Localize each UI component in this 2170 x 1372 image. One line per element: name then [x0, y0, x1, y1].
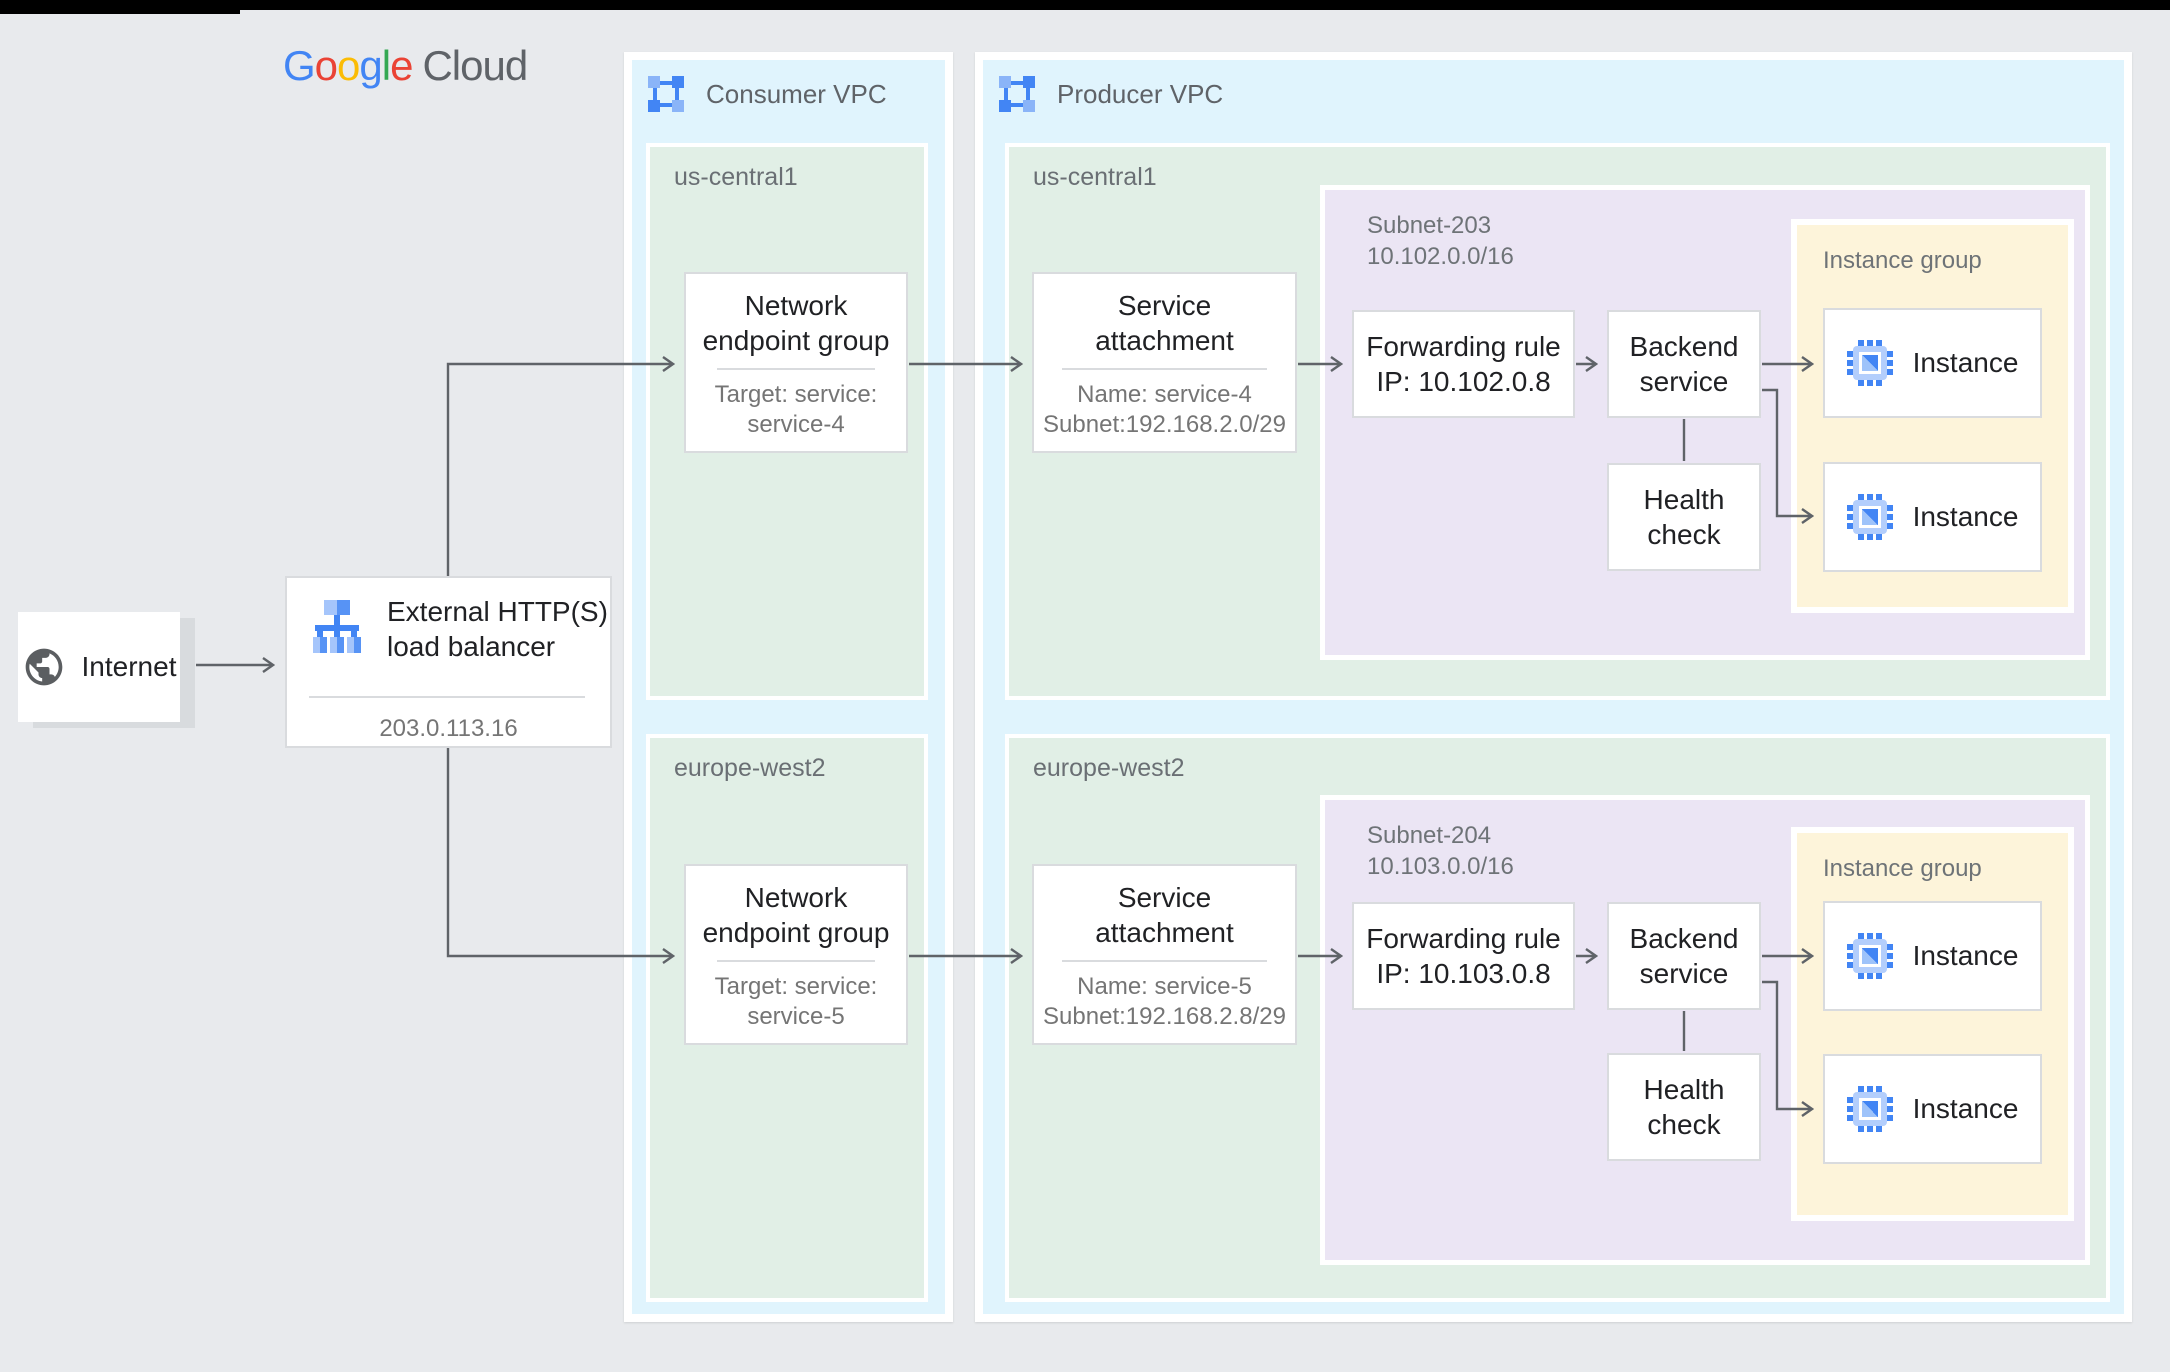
instance-label: Instance: [1912, 1093, 2019, 1124]
logo-letter: G: [283, 42, 316, 89]
forwarding-rule-line1: Forwarding rule: [1366, 923, 1561, 954]
load-balancer-title-line2: load balancer: [387, 631, 556, 662]
instance-label: Instance: [1912, 347, 2019, 378]
instance-node: Instance: [1823, 901, 2042, 1011]
logo-letter: g: [359, 42, 382, 89]
internet-node: Internet: [18, 612, 180, 722]
instance-node: Instance: [1823, 462, 2042, 572]
neg-title-line1: Network: [744, 290, 848, 321]
top-black-bar: [0, 0, 2170, 10]
load-balancer-node: External HTTP(S) load balancer 203.0.113…: [285, 576, 612, 748]
sa-title-line2: attachment: [1095, 917, 1234, 948]
region-label: us-central1: [1033, 163, 1157, 191]
region-label: europe-west2: [674, 754, 826, 782]
subnet-cidr: 10.102.0.0/16: [1367, 243, 1514, 270]
instance-label: Instance: [1912, 940, 2019, 971]
compute-instance-icon: [1846, 340, 1893, 386]
divider: [1062, 368, 1267, 370]
sa-detail-line1: Name: service-5: [1077, 973, 1252, 1000]
health-check-node: Health check: [1607, 463, 1761, 571]
forwarding-rule-node: Forwarding rule IP: 10.103.0.8: [1352, 902, 1575, 1010]
forwarding-rule-line2: IP: 10.103.0.8: [1376, 958, 1551, 989]
instance-label: Instance: [1912, 501, 2019, 532]
load-balancer-icon: [309, 598, 365, 654]
forwarding-rule-line1: Forwarding rule: [1366, 331, 1561, 362]
neg-detail-line1: Target: service:: [714, 381, 878, 408]
sa-detail-line1: Name: service-4: [1077, 381, 1252, 408]
instance-group-label: Instance group: [1823, 855, 1982, 882]
backend-service-line2: service: [1639, 366, 1729, 397]
service-attachment-node: Service attachment Name: service-5 Subne…: [1032, 864, 1297, 1045]
compute-instance-icon: [1846, 933, 1893, 979]
sa-detail-line2: Subnet:192.168.2.8/29: [1043, 1003, 1286, 1030]
neg-detail-line1: Target: service:: [714, 973, 878, 1000]
producer-vpc-label: Producer VPC: [1057, 78, 1224, 109]
compute-instance-icon: [1846, 1086, 1893, 1132]
vpc-icon: [999, 76, 1035, 112]
backend-service-node: Backend service: [1607, 310, 1761, 418]
neg-title-line2: endpoint group: [702, 917, 890, 948]
compute-instance-icon: [1846, 494, 1893, 540]
service-attachment-node: Service attachment Name: service-4 Subne…: [1032, 272, 1297, 453]
sa-title-line1: Service: [1117, 882, 1212, 913]
top-black-tab: [0, 0, 240, 14]
neg-title-line1: Network: [744, 882, 848, 913]
logo-letter: o: [337, 42, 360, 89]
load-balancer-ip: 203.0.113.16: [379, 715, 518, 742]
subnet-cidr: 10.103.0.0/16: [1367, 853, 1514, 880]
region-label: us-central1: [674, 163, 798, 191]
health-check-line1: Health: [1643, 1074, 1725, 1105]
instance-node: Instance: [1823, 1054, 2042, 1164]
neg-detail-line2: service-4: [747, 411, 845, 438]
sa-title-line2: attachment: [1095, 325, 1234, 356]
sa-title-line1: Service: [1117, 290, 1212, 321]
divider: [717, 368, 875, 370]
network-endpoint-group-node: Network endpoint group Target: service: …: [684, 272, 908, 453]
backend-service-node: Backend service: [1607, 902, 1761, 1010]
logo-cloud-text: Cloud: [422, 42, 528, 89]
logo-letter: o: [314, 42, 338, 89]
neg-detail-line2: service-5: [747, 1003, 845, 1030]
divider: [1062, 960, 1267, 962]
neg-title-line2: endpoint group: [702, 325, 890, 356]
globe-icon: [25, 648, 62, 686]
subnet-name: Subnet-204: [1367, 822, 1492, 849]
internet-label: Internet: [81, 651, 177, 682]
logo-letter: l: [381, 42, 391, 89]
backend-service-line1: Backend: [1629, 923, 1739, 954]
divider: [717, 960, 875, 962]
vpc-icon: [648, 76, 684, 112]
sa-detail-line2: Subnet:192.168.2.0/29: [1043, 411, 1286, 438]
health-check-node: Health check: [1607, 1053, 1761, 1161]
health-check-line2: check: [1647, 519, 1721, 550]
divider: [309, 696, 585, 698]
logo-letter: e: [390, 42, 413, 89]
consumer-vpc-label: Consumer VPC: [706, 78, 887, 109]
instance-group-label: Instance group: [1823, 247, 1982, 274]
forwarding-rule-line2: IP: 10.102.0.8: [1376, 366, 1551, 397]
forwarding-rule-node: Forwarding rule IP: 10.102.0.8: [1352, 310, 1575, 418]
subnet-name: Subnet-203: [1367, 212, 1492, 239]
backend-service-line1: Backend: [1629, 331, 1739, 362]
region-label: europe-west2: [1033, 754, 1185, 782]
health-check-line2: check: [1647, 1109, 1721, 1140]
instance-node: Instance: [1823, 308, 2042, 418]
health-check-line1: Health: [1643, 484, 1725, 515]
backend-service-line2: service: [1639, 958, 1729, 989]
load-balancer-title-line1: External HTTP(S): [387, 596, 608, 627]
network-endpoint-group-node: Network endpoint group Target: service: …: [684, 864, 908, 1045]
